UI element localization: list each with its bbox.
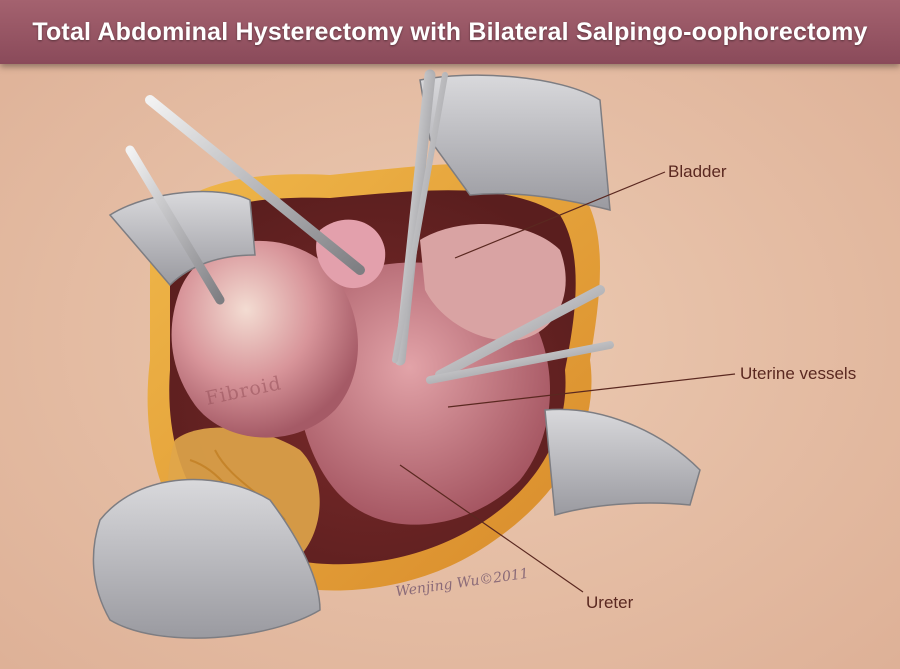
title-banner: Total Abdominal Hysterectomy with Bilate… [0,0,900,64]
uterine-vessels-label: Uterine vessels [740,364,857,383]
bladder-label: Bladder [668,162,727,181]
ureter-label: Ureter [586,593,634,612]
illustration-title: Total Abdominal Hysterectomy with Bilate… [32,17,868,46]
